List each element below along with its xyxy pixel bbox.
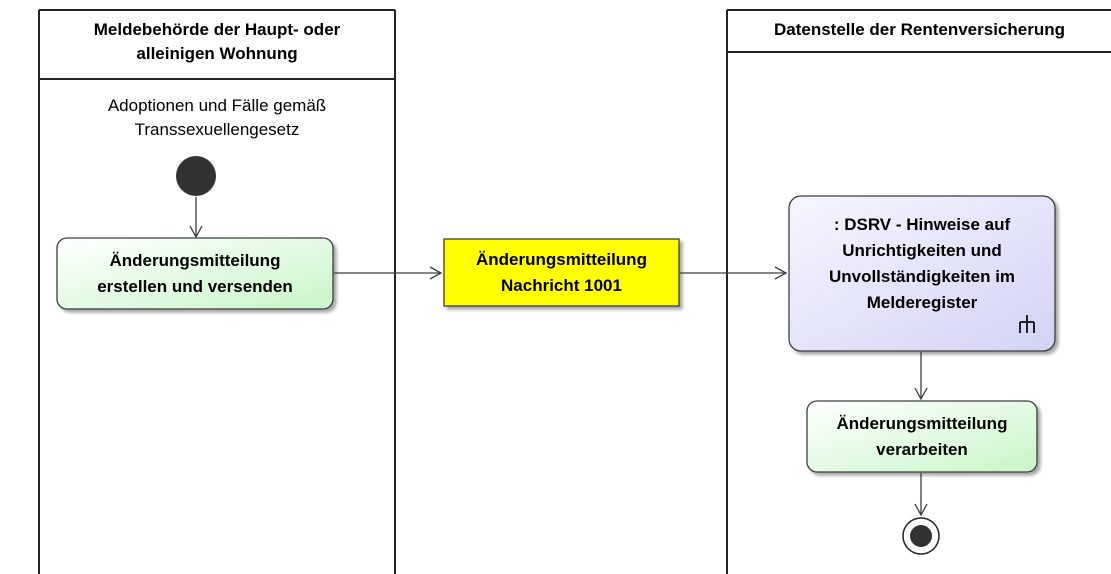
swimlane-datenstelle — [726, 9, 1111, 574]
swimlane-meldebehoerde — [38, 9, 396, 574]
object-node-label: Änderungsmitteilung Nachricht 1001 — [476, 249, 647, 295]
action-dsrv-call-box[interactable] — [788, 195, 1056, 352]
object-node-box[interactable] — [443, 238, 680, 307]
action-create-send-box[interactable] — [56, 237, 334, 310]
lane-title-meldebehoerde: Meldebehörde der Haupt- oder alleinigen … — [93, 20, 341, 63]
final-node — [902, 517, 940, 555]
lane-title-datenstelle: Datenstelle der Rentenversicherung — [774, 20, 1065, 39]
initial-node — [176, 156, 216, 196]
action-dsrv-call-label: : DSRV - Hinweise auf Unrichtigkeiten un… — [828, 215, 1016, 312]
rake-icon — [1019, 315, 1035, 333]
initial-note: Adoptionen und Fälle gemäß Transsexuelle… — [107, 96, 327, 139]
action-create-send-label: Änderungsmitteilung erstellen und versen… — [97, 250, 293, 296]
action-process-label: Änderungsmitteilung verarbeiten — [836, 413, 1008, 459]
action-process-box[interactable] — [806, 400, 1038, 473]
